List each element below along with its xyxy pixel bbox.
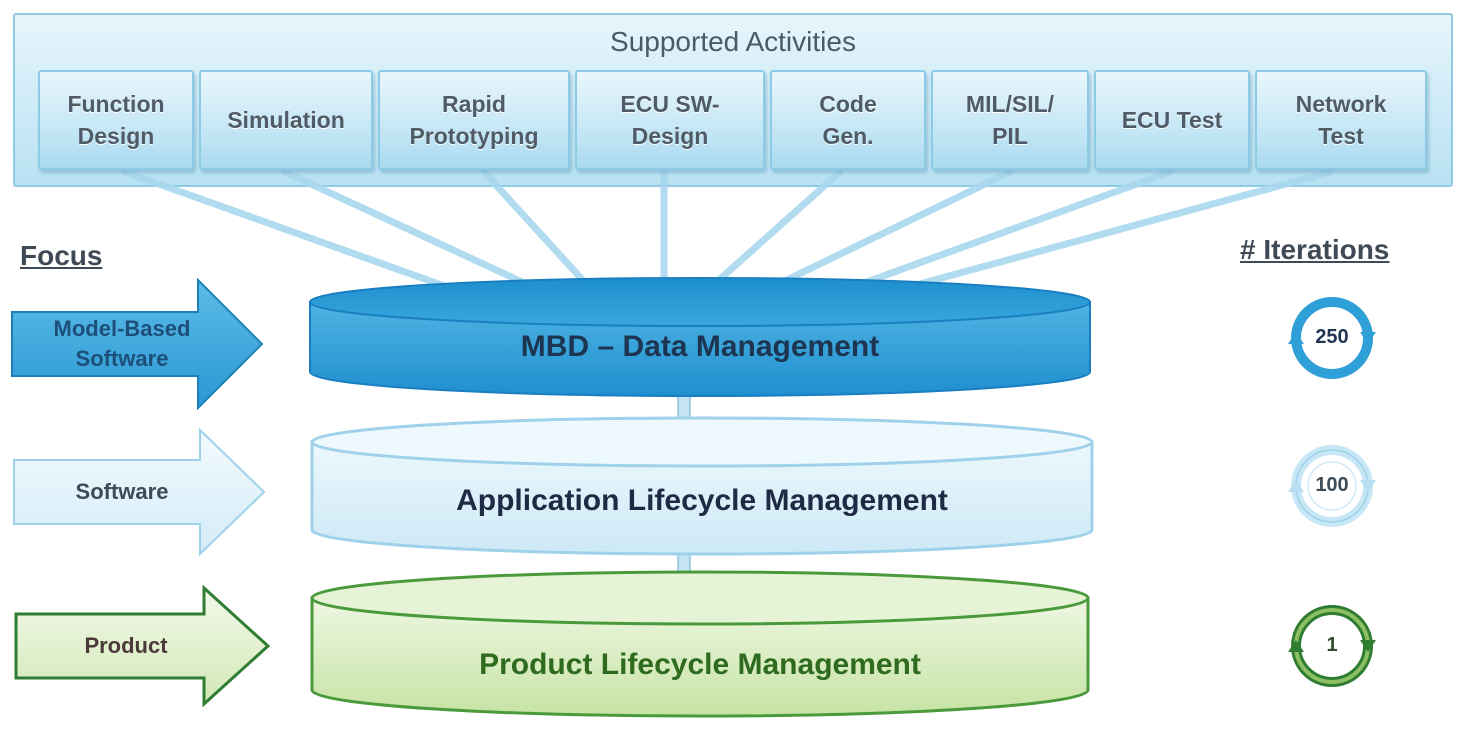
activity-network-test: Network Test xyxy=(1255,70,1427,170)
focus-label-software: Software xyxy=(75,479,169,504)
activity-label: Simulation xyxy=(227,107,345,133)
layer-label-alm: Application Lifecycle Management xyxy=(456,484,948,517)
activity-label: ECU Test xyxy=(1121,107,1223,133)
connector-function-design xyxy=(121,168,454,292)
activity-label: MIL/SIL/ PIL xyxy=(965,91,1055,149)
focus-arrow-model-based xyxy=(11,277,264,411)
activity-label: Rapid Prototyping xyxy=(409,91,539,149)
activity-label: Code Gen. xyxy=(819,91,877,149)
plm-cylinder xyxy=(310,570,1090,718)
focus-arrow-product xyxy=(14,584,271,708)
mbd-cylinder xyxy=(309,277,1091,397)
alm-cylinder xyxy=(310,416,1094,556)
activity-label: ECU SW- Design xyxy=(620,91,720,149)
focus-arrow-software xyxy=(13,427,266,557)
activity-label: Function Design xyxy=(67,91,165,149)
connector-network-test xyxy=(901,168,1334,292)
iterations-heading: # Iterations xyxy=(1240,234,1390,265)
cycle-icon-250 xyxy=(1288,297,1376,379)
cycle-icon-100 xyxy=(1288,445,1376,527)
connector-rapid-prototyping xyxy=(480,168,594,292)
focus-heading: Focus xyxy=(20,240,103,271)
layer-label-mbd: MBD – Data Management xyxy=(520,330,880,363)
iteration-count-100: 100 xyxy=(1315,474,1349,496)
activity-rapid-prototyping: Rapid Prototyping xyxy=(378,70,570,170)
activity-ecu-test: ECU Test xyxy=(1094,70,1250,170)
layer-label-plm: Product Lifecycle Management xyxy=(479,648,921,681)
connector-simulation xyxy=(281,168,539,292)
activity-function-design: Function Design xyxy=(38,70,194,170)
connector-ecu-test xyxy=(846,168,1174,292)
activity-label: Network Test xyxy=(1295,91,1387,149)
connector-code-gen xyxy=(706,168,844,292)
iteration-count-1: 1 xyxy=(1326,634,1338,656)
iteration-count-250: 250 xyxy=(1315,326,1349,348)
activity-simulation: Simulation xyxy=(199,70,373,170)
cycle-icon-1 xyxy=(1288,605,1376,687)
connector-mil-sil-pil xyxy=(766,168,1014,292)
activity-connectors xyxy=(121,168,1334,292)
focus-label-model-based: Model-Based Software xyxy=(53,316,191,371)
activity-ecu-sw-design: ECU SW- Design xyxy=(575,70,765,170)
activity-code-gen: Code Gen. xyxy=(770,70,926,170)
focus-label-product: Product xyxy=(84,633,168,658)
activities-title: Supported Activities xyxy=(610,26,856,57)
activity-mil-sil-pil: MIL/SIL/ PIL xyxy=(931,70,1089,170)
